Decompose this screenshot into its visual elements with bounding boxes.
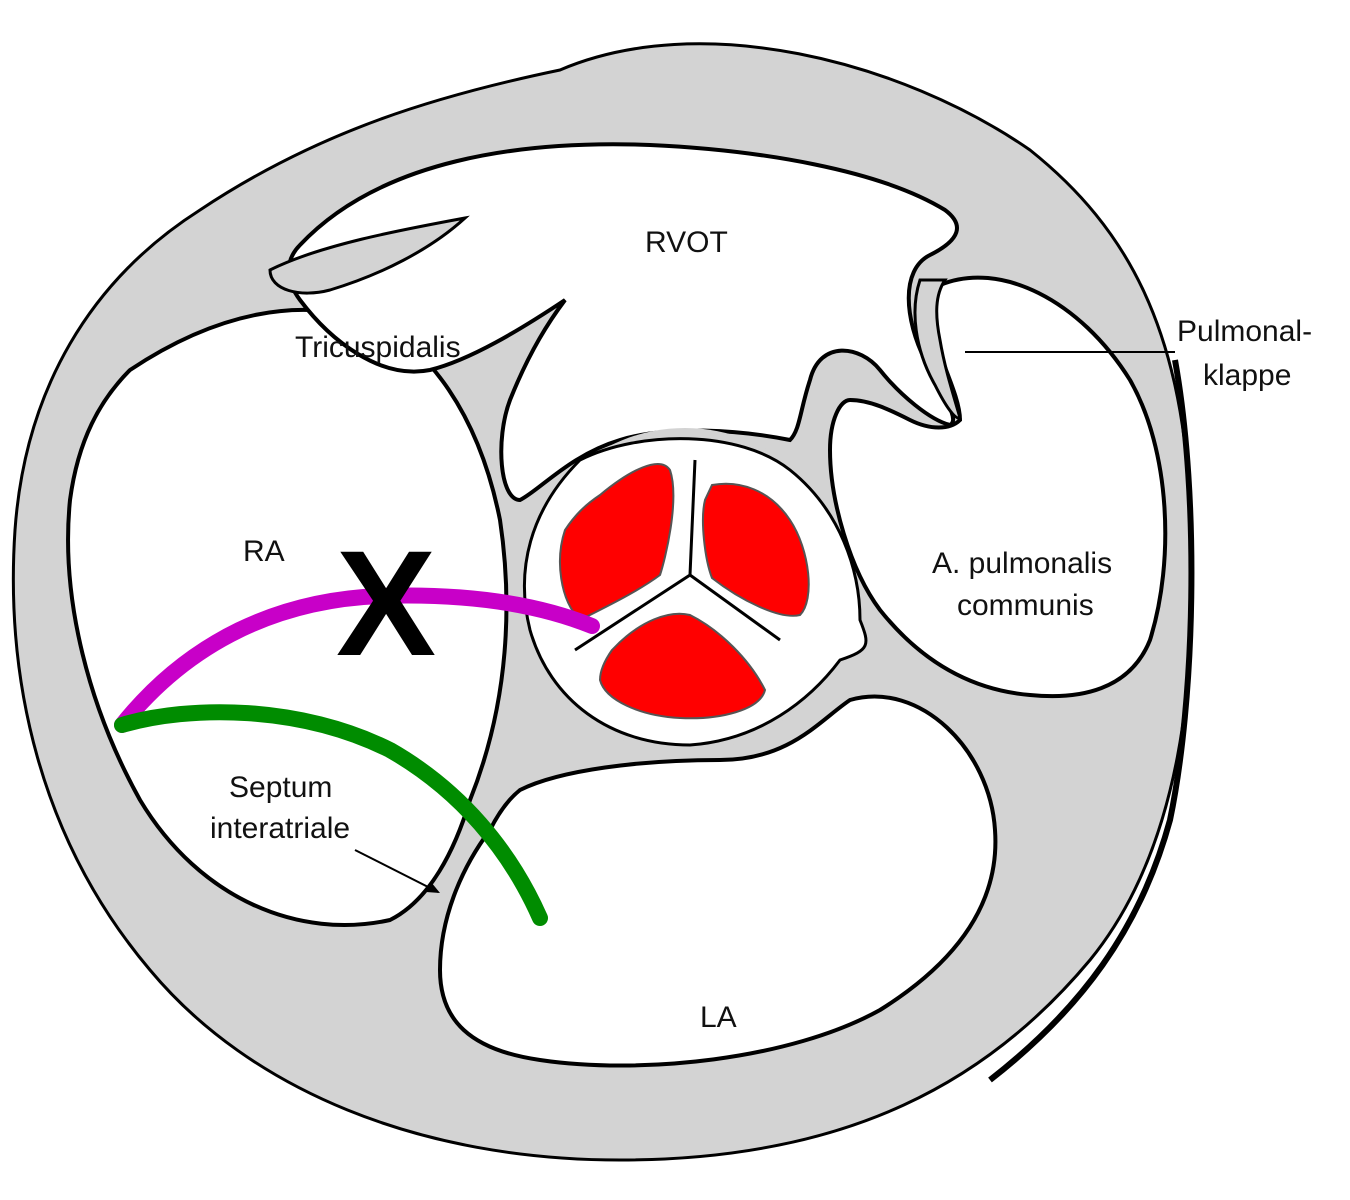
label-septum-line2: interatriale xyxy=(210,812,350,845)
x-mark: X xyxy=(336,519,436,687)
label-pulmonal-line1: Pulmonal- xyxy=(1177,315,1312,348)
label-tricuspidalis: Tricuspidalis xyxy=(295,331,461,364)
label-septum-line1: Septum xyxy=(229,771,332,804)
label-la: LA xyxy=(700,1001,737,1034)
label-a-pulm-line2: communis xyxy=(957,589,1094,622)
label-a-pulm-line1: A. pulmonalis xyxy=(932,547,1112,580)
label-rvot: RVOT xyxy=(645,226,728,259)
label-pulmonal-line2: klappe xyxy=(1203,359,1291,392)
label-ra: RA xyxy=(243,535,285,568)
